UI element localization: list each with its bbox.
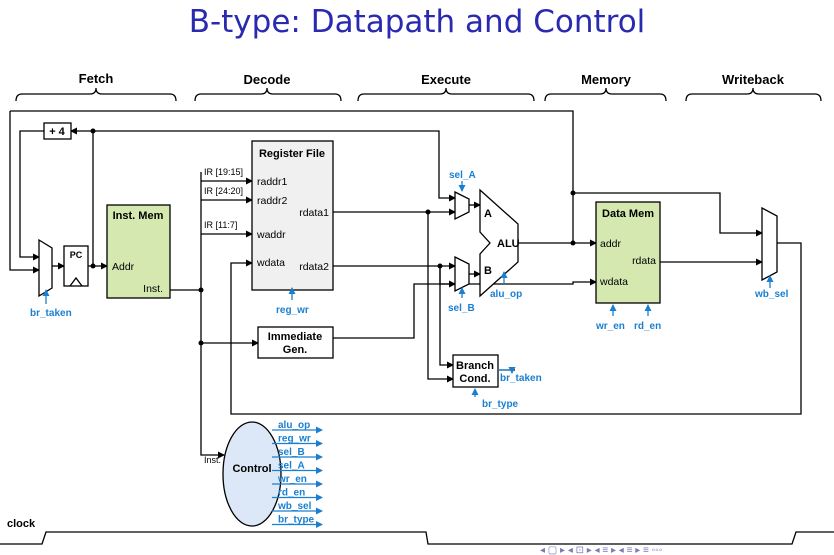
pc-mux: [38, 238, 53, 298]
signal-rd-en: rd_en: [634, 321, 661, 332]
rf-waddr: waddr: [256, 229, 286, 241]
stage-decode: Decode: [244, 72, 291, 87]
stage-memory: Memory: [581, 72, 632, 87]
control-output-wb-sel: wb_sel: [277, 501, 312, 512]
alu-input-b: B: [484, 265, 492, 277]
control-unit: Control: [222, 421, 282, 527]
control-label: Control: [232, 463, 271, 475]
control-output-br-type: br_type: [278, 515, 315, 526]
signal-sel-a: sel_A: [449, 170, 476, 181]
control-inst-label: Inst.: [204, 455, 221, 465]
branch-cond-line2: Cond.: [459, 373, 490, 385]
control-output-alu-op: alu_op: [278, 420, 310, 431]
control-output-sel-B: sel_B: [278, 447, 305, 458]
signal-sel-b: sel_B: [448, 303, 475, 314]
imm-gen-line1: Immediate: [268, 331, 322, 343]
dm-rdata: rdata: [632, 255, 656, 267]
imm-gen-line2: Gen.: [283, 344, 307, 356]
inst-mem-title: Inst. Mem: [113, 210, 164, 222]
stage-writeback: Writeback: [722, 72, 785, 87]
clock-waveform: [0, 531, 834, 545]
inst-mem-addr: Addr: [112, 261, 135, 273]
mux-a: [454, 190, 470, 221]
stage-fetch: Fetch: [79, 71, 114, 86]
signal-br-type: br_type: [482, 399, 519, 410]
control-output-sel-A: sel_A: [278, 461, 305, 472]
rf-raddr1: raddr1: [257, 176, 288, 188]
branch-cond-block: Branch Cond.: [452, 354, 499, 388]
ir-field-rs1: IR [19:15]: [204, 167, 243, 177]
datapath-wires: [9, 110, 802, 459]
slide-title: B-type: Datapath and Control: [188, 4, 646, 40]
rf-rdata1: rdata1: [299, 207, 329, 219]
wb-mux: [761, 206, 778, 282]
stage-execute: Execute: [421, 72, 471, 87]
ir-field-rd: IR [11:7]: [204, 220, 237, 230]
dm-wdata: wdata: [599, 276, 628, 288]
wire-junctions: [90, 128, 576, 346]
plus4-label: + 4: [49, 126, 65, 138]
alu-block: A B ALU: [479, 188, 520, 298]
stage-braces: [15, 87, 822, 102]
rf-rdata2: rdata2: [299, 261, 329, 273]
plus4-adder: + 4: [43, 122, 72, 140]
control-wires: [42, 181, 774, 397]
control-output-wr-en: wr_en: [277, 474, 307, 485]
rf-wdata: wdata: [256, 257, 285, 269]
data-mem-title: Data Mem: [602, 208, 654, 220]
alu-label: ALU: [497, 238, 520, 250]
rf-raddr2: raddr2: [257, 195, 288, 207]
immediate-gen-block: Immediate Gen.: [257, 326, 334, 359]
slide-nav-icons[interactable]: ◂ ▢ ▸ ◂ ⊡ ▸ ◂ ≡ ▸ ◂ ≡ ▸ ≡ ◦◦◦: [540, 545, 662, 555]
signal-wb-sel: wb_sel: [754, 289, 789, 300]
pc-register: PC: [63, 245, 89, 287]
clock-label: clock: [7, 518, 36, 530]
signal-wr-en: wr_en: [595, 321, 625, 332]
signal-br-taken: br_taken: [30, 308, 72, 319]
branch-cond-line1: Branch: [456, 360, 494, 372]
data-mem-block: Data Mem addr rdata wdata: [595, 201, 661, 304]
register-file-title: Register File: [259, 148, 325, 160]
signal-br-taken-out: br_taken: [500, 373, 542, 384]
signal-reg-wr: reg_wr: [276, 305, 309, 316]
pc-label: PC: [70, 250, 83, 260]
control-outputs: alu_op reg_wr sel_B sel_A wr_en rd_en wb_selbr…: [272, 420, 323, 528]
alu-input-a: A: [484, 208, 492, 220]
inst-mem-inst: Inst.: [143, 283, 163, 295]
mux-b: [454, 255, 470, 293]
control-output-rd-en: rd_en: [278, 488, 305, 499]
ir-field-rs2: IR [24:20]: [204, 186, 243, 196]
signal-alu-op: alu_op: [490, 289, 522, 300]
control-output-reg-wr: reg_wr: [278, 434, 311, 445]
dm-addr: addr: [600, 238, 622, 250]
inst-mem-block: Inst. Mem Addr Inst.: [106, 204, 171, 299]
register-file-block: Register File raddr1 raddr2 rdata1 waddr…: [251, 140, 334, 291]
